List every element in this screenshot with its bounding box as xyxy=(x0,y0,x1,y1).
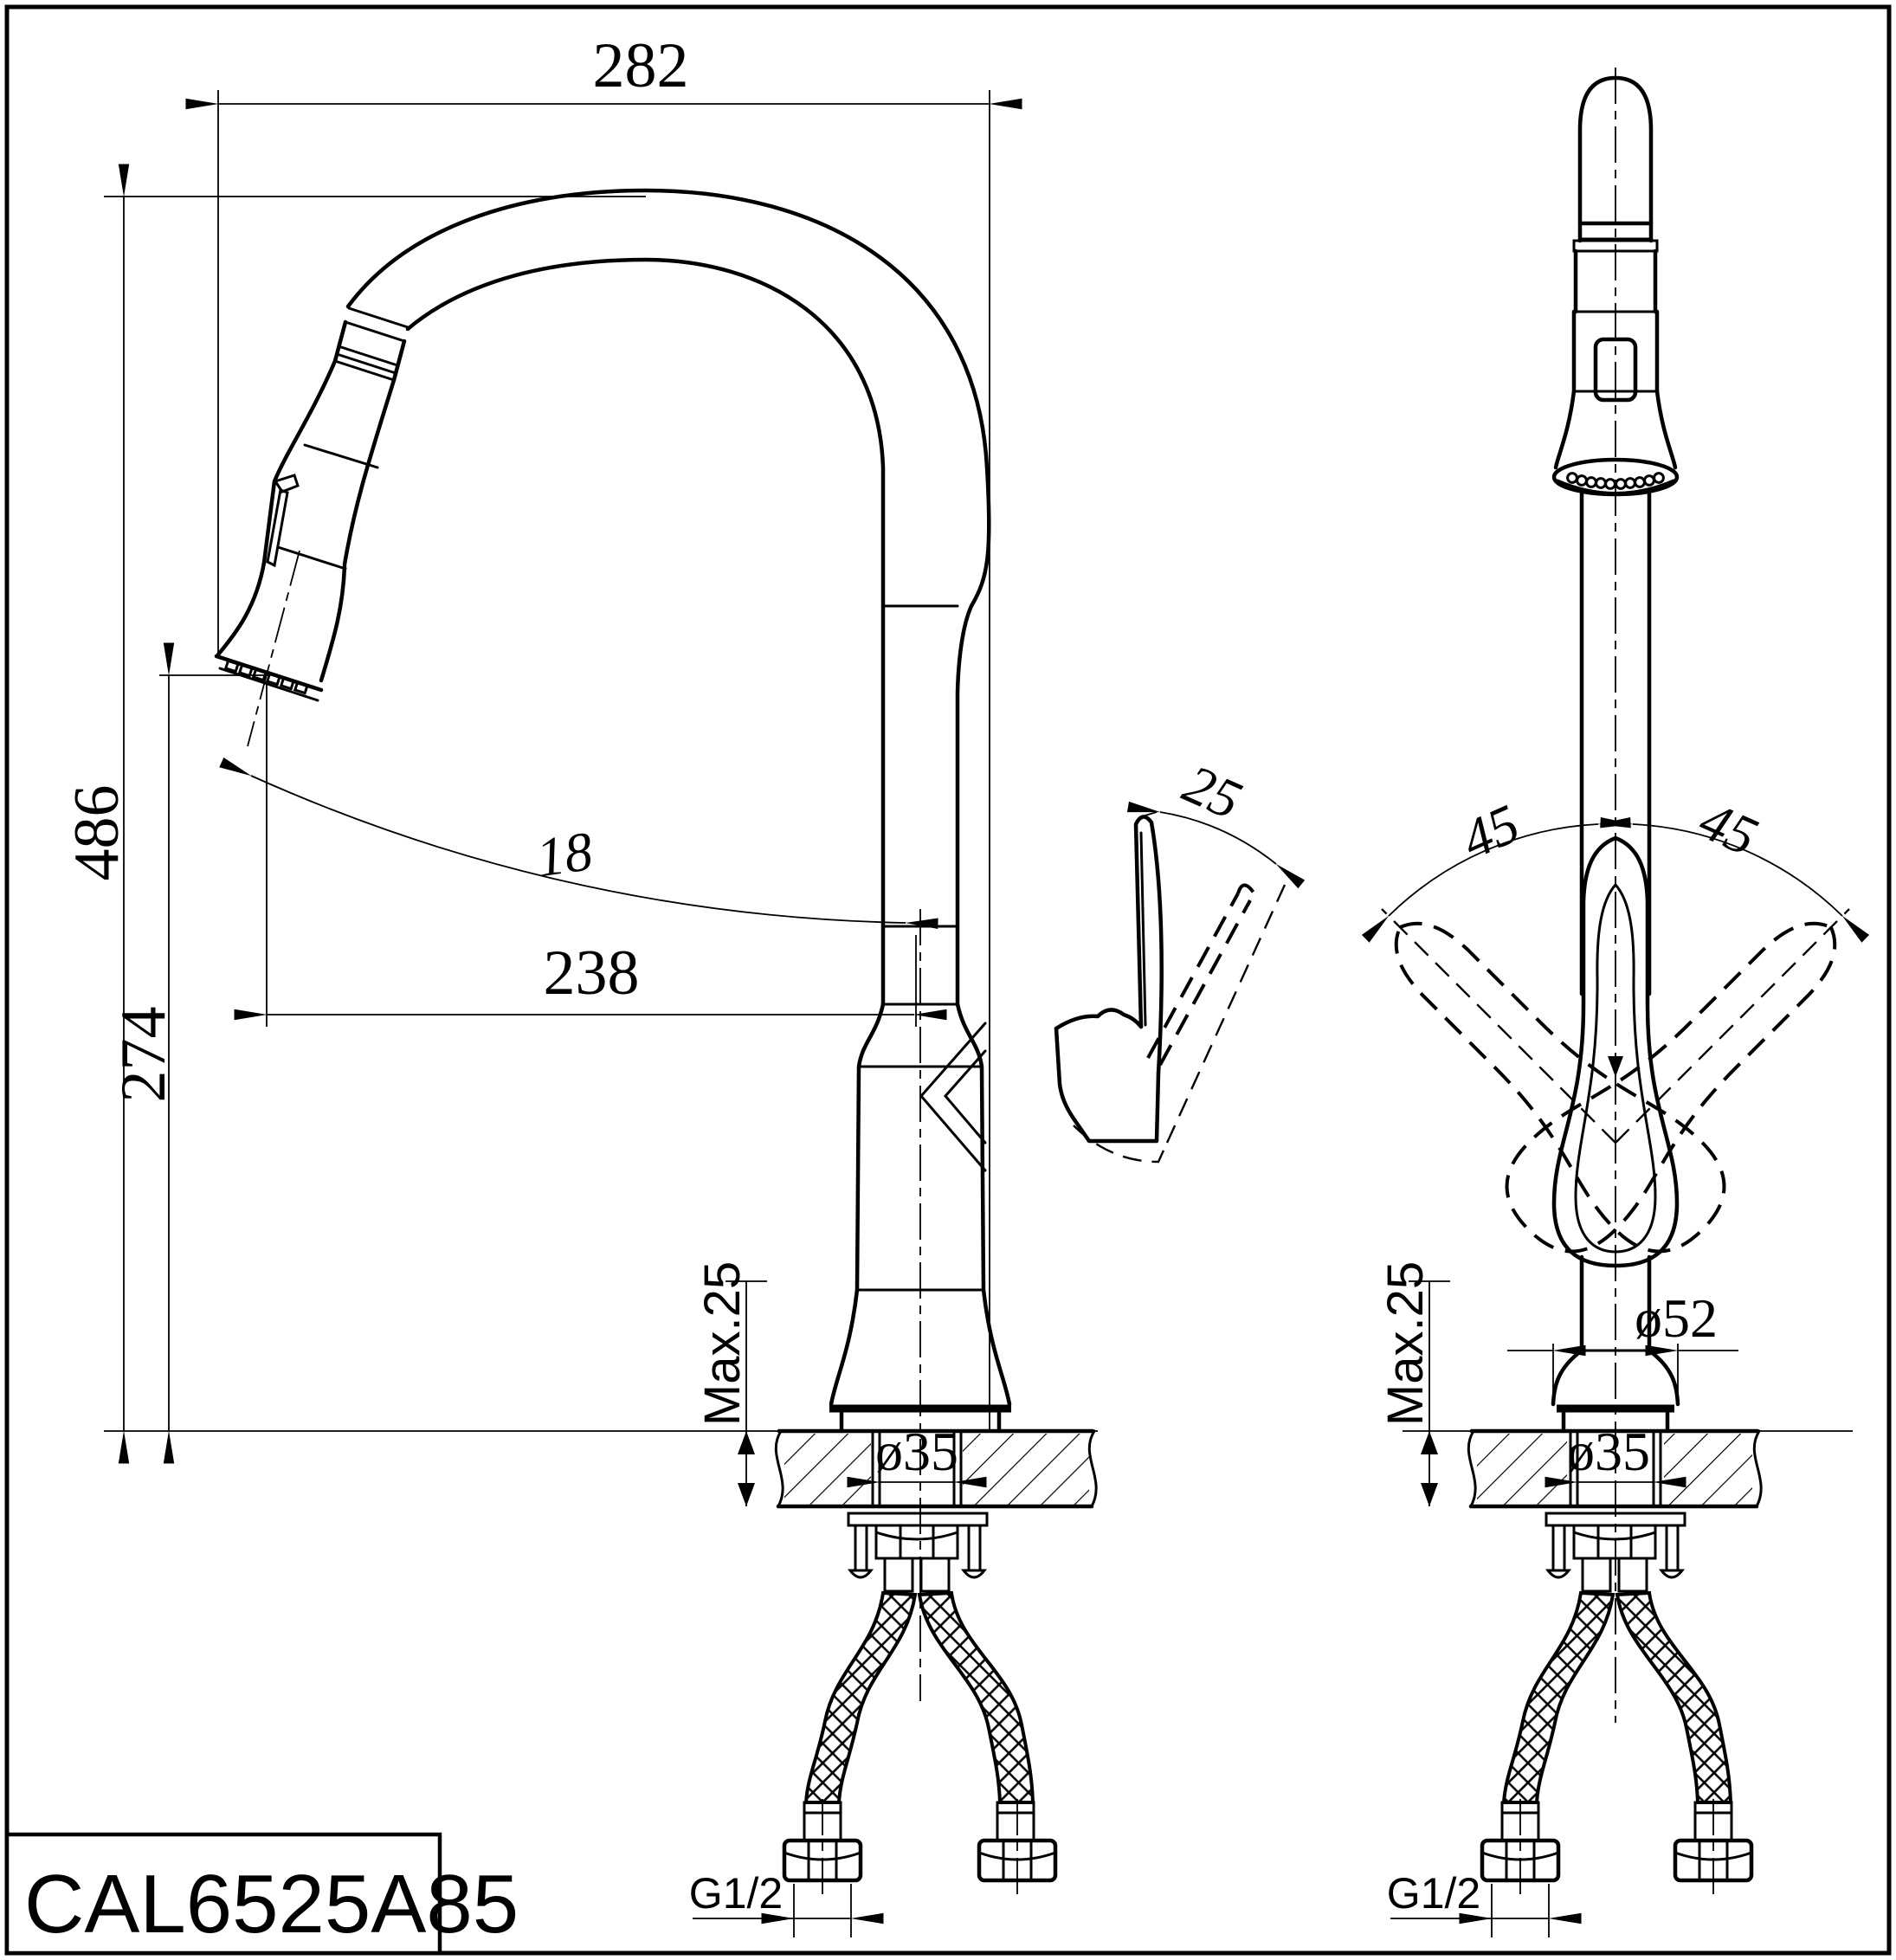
dim-deck-thickness-front: Max.25 xyxy=(1377,1261,1434,1426)
mounting-hardware-side xyxy=(847,1512,989,1593)
spray-face-nozzles xyxy=(1566,472,1665,490)
body-joint-chevron xyxy=(919,1022,987,1172)
front-view: 45 45 ø52 xyxy=(1361,68,1870,1937)
sheet-border xyxy=(4,4,1892,1956)
countertop-front xyxy=(1403,1428,1853,1509)
handle-lever-dashed xyxy=(1158,899,1252,1066)
spray-nozzles xyxy=(223,659,309,695)
spray-axis-centerline xyxy=(247,550,300,747)
dim-deck-thickness-side: Max.25 xyxy=(694,1261,751,1426)
mounting-hardware-front xyxy=(1545,1512,1686,1593)
dim-spray-angle: 18 xyxy=(532,820,596,888)
spray-wand xyxy=(214,306,410,747)
mounting-nut xyxy=(874,1524,959,1560)
hose-nut xyxy=(782,1799,863,1898)
supply-hoses-side xyxy=(782,1590,1058,1898)
thread-dimension-front: G1/2 xyxy=(1387,1869,1582,1937)
dim-overall-height: 486 xyxy=(61,785,132,881)
wand-clip xyxy=(273,474,300,493)
countertop-side xyxy=(104,1428,1098,1509)
hose-nut xyxy=(977,1799,1058,1898)
dim-thread-side: G1/2 xyxy=(689,1869,783,1918)
dim-base-diameter: ø52 xyxy=(1635,1287,1718,1349)
supply-hoses-front xyxy=(1480,1590,1754,1898)
dim-spout-height: 274 xyxy=(108,1007,179,1103)
spray-mode-button xyxy=(1593,337,1638,403)
title-block: CAL6525A85 xyxy=(4,1832,519,1956)
handle-swing-right-dashed xyxy=(1505,921,1837,1254)
hose-nut xyxy=(1480,1799,1561,1898)
base-diameter-dimension: ø52 xyxy=(1507,1287,1738,1401)
side-view: 282 486 274 238 18 25 Ma xyxy=(61,30,1306,1937)
handle-swing-left-dashed xyxy=(1394,921,1726,1254)
dim-hole-diameter-front: ø35 xyxy=(1567,1421,1650,1482)
model-number: CAL6525A85 xyxy=(24,1858,519,1950)
hose-nut xyxy=(1673,1799,1754,1898)
handle-front-view xyxy=(1381,835,1850,1268)
dim-outlet-reach: 238 xyxy=(544,938,640,1009)
hole-diameter-front: ø35 xyxy=(1545,1421,1686,1488)
dim-spout-reach: 282 xyxy=(593,30,689,101)
dim-thread-front: G1/2 xyxy=(1387,1869,1480,1918)
deck-thickness-front: Max.25 xyxy=(1377,1261,1450,1506)
wand-front xyxy=(1551,75,1680,1353)
